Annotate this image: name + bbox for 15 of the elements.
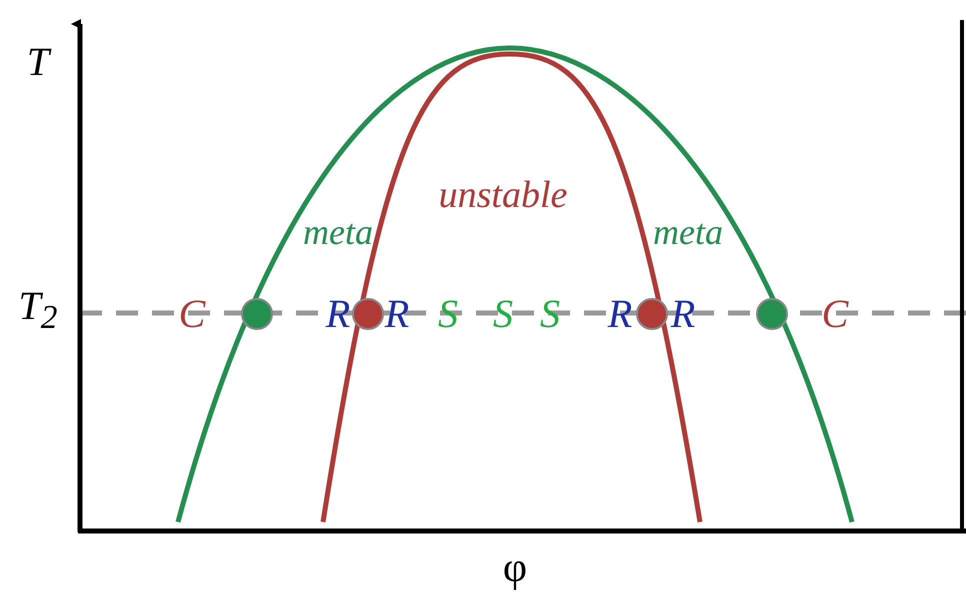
axis-label: T (26, 42, 50, 82)
region-label: unstable (438, 176, 568, 214)
phase-label: C (822, 294, 848, 334)
phase-label: R (608, 294, 632, 334)
phase-label: R (326, 294, 350, 334)
axis-label: φ (502, 547, 528, 589)
phase-label: C (178, 294, 206, 334)
phase-label: R (384, 294, 410, 334)
region-label: meta (303, 214, 373, 250)
phase-label: R (670, 294, 696, 334)
axis-label: T$_{2}$ (18, 286, 58, 334)
phase-label: S (438, 294, 458, 334)
phase-label: S (493, 294, 513, 334)
phase-label: S (540, 294, 560, 334)
region-label: meta (653, 214, 723, 250)
